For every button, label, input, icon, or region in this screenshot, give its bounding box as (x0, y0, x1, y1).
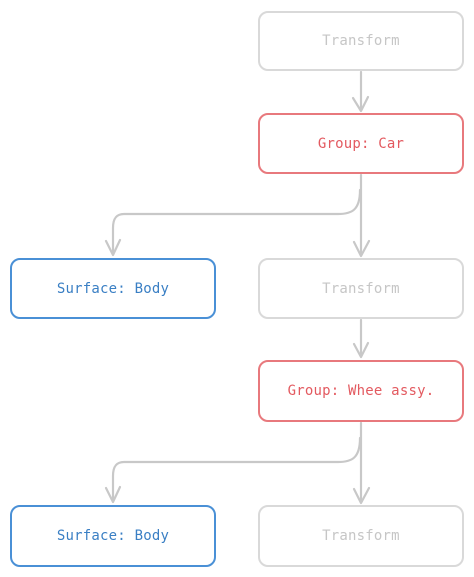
node-label: Surface: Body (56, 280, 170, 297)
node-label: Transform (322, 280, 400, 297)
arrowhead-group-wheel (352, 341, 370, 359)
node-surface-body-2[interactable]: Surface: Body (10, 505, 216, 567)
node-group-car[interactable]: Group: Car (258, 113, 464, 174)
arrowhead-transform-middle (352, 239, 371, 258)
edge-group-wheel-to-surface-2 (111, 436, 362, 503)
node-transform-top[interactable]: Transform (258, 11, 464, 71)
node-label: Group: Whee assy. (287, 383, 435, 399)
node-label: Transform (322, 528, 400, 544)
node-group-wheel[interactable]: Group: Whee assy. (258, 360, 464, 422)
arrowhead-surface-1 (104, 238, 122, 257)
node-label: Group: Car (317, 135, 405, 152)
node-surface-body-1[interactable]: Surface: Body (10, 258, 216, 319)
node-label: Surface: Body (56, 528, 170, 544)
edge-group-car-to-surface-1 (111, 188, 362, 256)
arrowhead-transform-bottom (352, 486, 371, 505)
arrowhead-group-car (351, 95, 370, 113)
node-transform-middle[interactable]: Transform (258, 258, 464, 319)
node-transform-bottom[interactable]: Transform (258, 505, 464, 567)
node-label: Transform (322, 33, 400, 49)
arrowhead-surface-2 (104, 485, 122, 504)
